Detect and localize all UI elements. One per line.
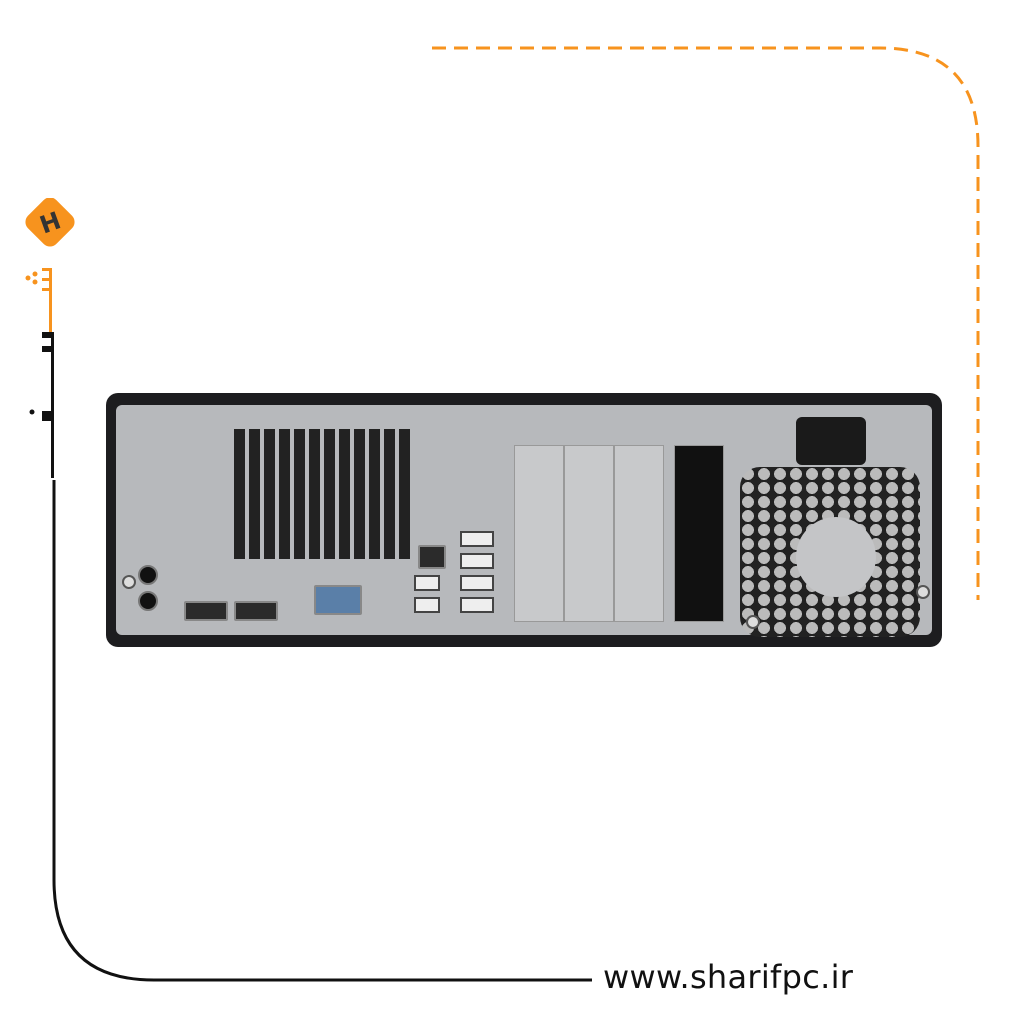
displayport-1 (184, 601, 228, 621)
usb-port (460, 553, 494, 569)
usb-port (460, 597, 494, 613)
black-corner-line (52, 480, 592, 982)
ethernet-port (418, 545, 446, 569)
screw (122, 575, 136, 589)
displayport-2 (234, 601, 278, 621)
expansion-slot (614, 445, 664, 622)
vga-port (314, 585, 362, 615)
metal-panel (116, 405, 932, 637)
screw (746, 615, 760, 629)
power-connector (796, 417, 866, 465)
usb-port (460, 575, 494, 591)
brand-logo: H (18, 197, 82, 482)
usb-port (414, 597, 440, 613)
expansion-slot (514, 445, 564, 622)
website-url[interactable]: www.sharifpc.ir (603, 958, 854, 996)
audio-jack (138, 565, 158, 585)
logo-mark-icon: H (25, 197, 75, 482)
usb-port (414, 575, 440, 591)
screw (916, 585, 930, 599)
expansion-slot-open (674, 445, 724, 622)
expansion-slot (564, 445, 614, 622)
usb-port (460, 531, 494, 547)
audio-jack (138, 591, 158, 611)
vent-grid (234, 429, 412, 559)
pc-rear-panel (106, 393, 942, 647)
fan-hub (796, 517, 876, 597)
